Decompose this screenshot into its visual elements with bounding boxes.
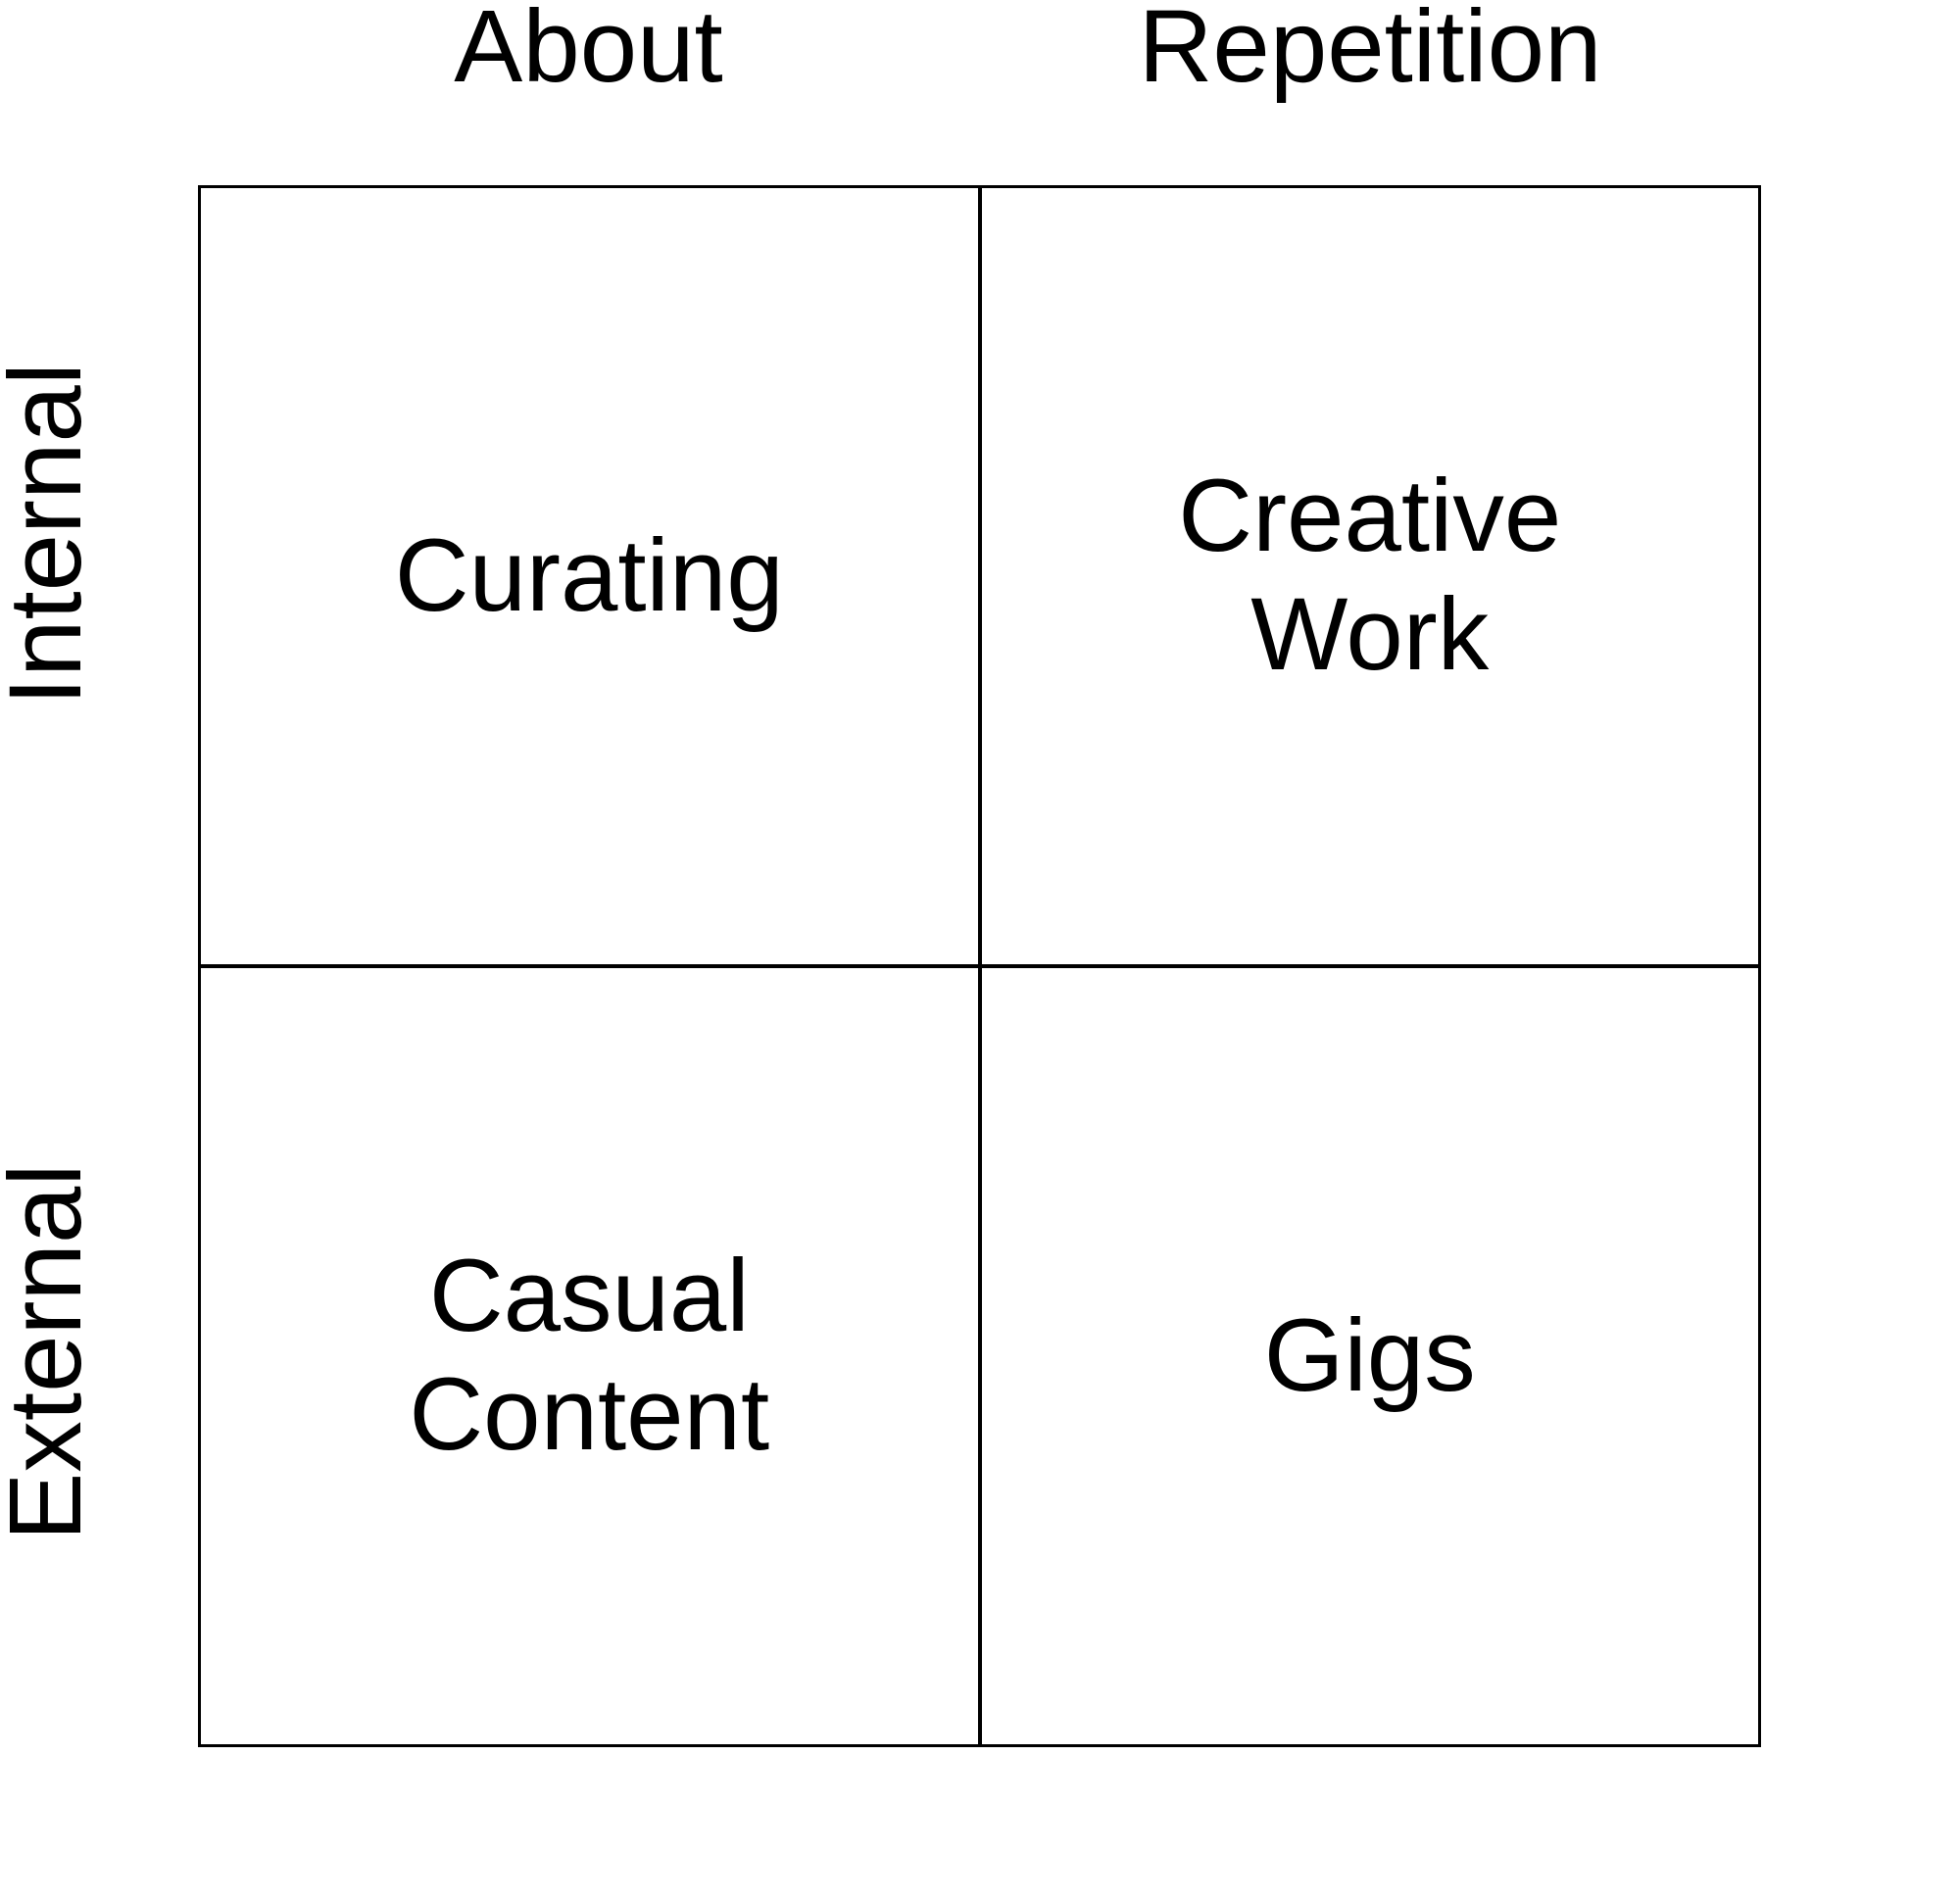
matrix-grid: Curating Creative Work Casual Content Gi… — [198, 185, 1761, 1747]
horizontal-divider — [201, 964, 1758, 968]
quadrant-internal-repetition: Creative Work — [982, 188, 1759, 964]
quadrant-external-about: Casual Content — [201, 968, 978, 1744]
quadrant-label-curating: Curating — [394, 517, 784, 633]
quadrant-label-creative-work: Creative Work — [1178, 459, 1562, 692]
quadrant-internal-about: Curating — [201, 188, 978, 964]
column-header-repetition: Repetition — [1138, 0, 1602, 104]
quadrant-label-casual-content: Casual Content — [409, 1239, 770, 1472]
column-header-about: About — [454, 0, 723, 104]
quadrant-label-gigs: Gigs — [1263, 1297, 1476, 1413]
row-label-internal: Internal — [0, 362, 103, 707]
row-label-external: External — [0, 1163, 103, 1541]
quadrant-external-repetition: Gigs — [982, 968, 1759, 1744]
